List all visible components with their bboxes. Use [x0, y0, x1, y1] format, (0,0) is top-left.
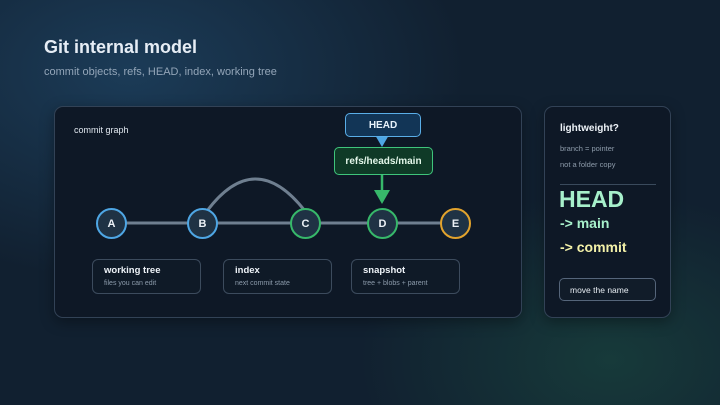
ref-pointer-arrow [374, 190, 390, 204]
page-subtitle: commit objects, refs, HEAD, index, worki… [44, 66, 277, 78]
branch-arc-edge [205, 177, 307, 212]
index-card-title: index [235, 265, 260, 276]
side-arrow-commit: -> commit [560, 239, 627, 255]
index-card: index next commit state [223, 259, 332, 294]
lightweight-side-panel: lightweight? branch = pointer not a fold… [544, 106, 671, 318]
working-tree-card-subtitle: files you can edit [104, 280, 157, 287]
snapshot-card-title: snapshot [363, 265, 406, 276]
ref-main-box: refs/heads/main [334, 147, 433, 175]
side-arrow-main: -> main [560, 215, 610, 231]
side-panel-title: lightweight? [560, 123, 619, 134]
side-divider [560, 184, 656, 185]
commit-node-d[interactable]: D [367, 208, 398, 239]
commit-graph-panel: commit graph HEAD refs/heads/main A B C … [54, 106, 522, 318]
commit-node-b[interactable]: B [187, 208, 218, 239]
head-pointer-box: HEAD [345, 113, 421, 137]
commit-node-e[interactable]: E [440, 208, 471, 239]
working-tree-card-title: working tree [104, 265, 161, 276]
page-title: Git internal model [44, 37, 198, 57]
side-note-folder-copy: not a folder copy [560, 160, 616, 169]
working-tree-card: working tree files you can edit [92, 259, 201, 294]
commit-node-a[interactable]: A [96, 208, 127, 239]
side-note-branch-pointer: branch = pointer [560, 144, 615, 153]
move-the-name-button[interactable]: move the name [559, 278, 656, 301]
index-card-subtitle: next commit state [235, 280, 290, 287]
head-pointer-arrow [375, 135, 389, 147]
commit-node-c[interactable]: C [290, 208, 321, 239]
commit-graph-label: commit graph [74, 125, 129, 135]
side-head-heading: HEAD [559, 186, 625, 212]
snapshot-card-subtitle: tree + blobs + parent [363, 280, 428, 287]
snapshot-card: snapshot tree + blobs + parent [351, 259, 460, 294]
